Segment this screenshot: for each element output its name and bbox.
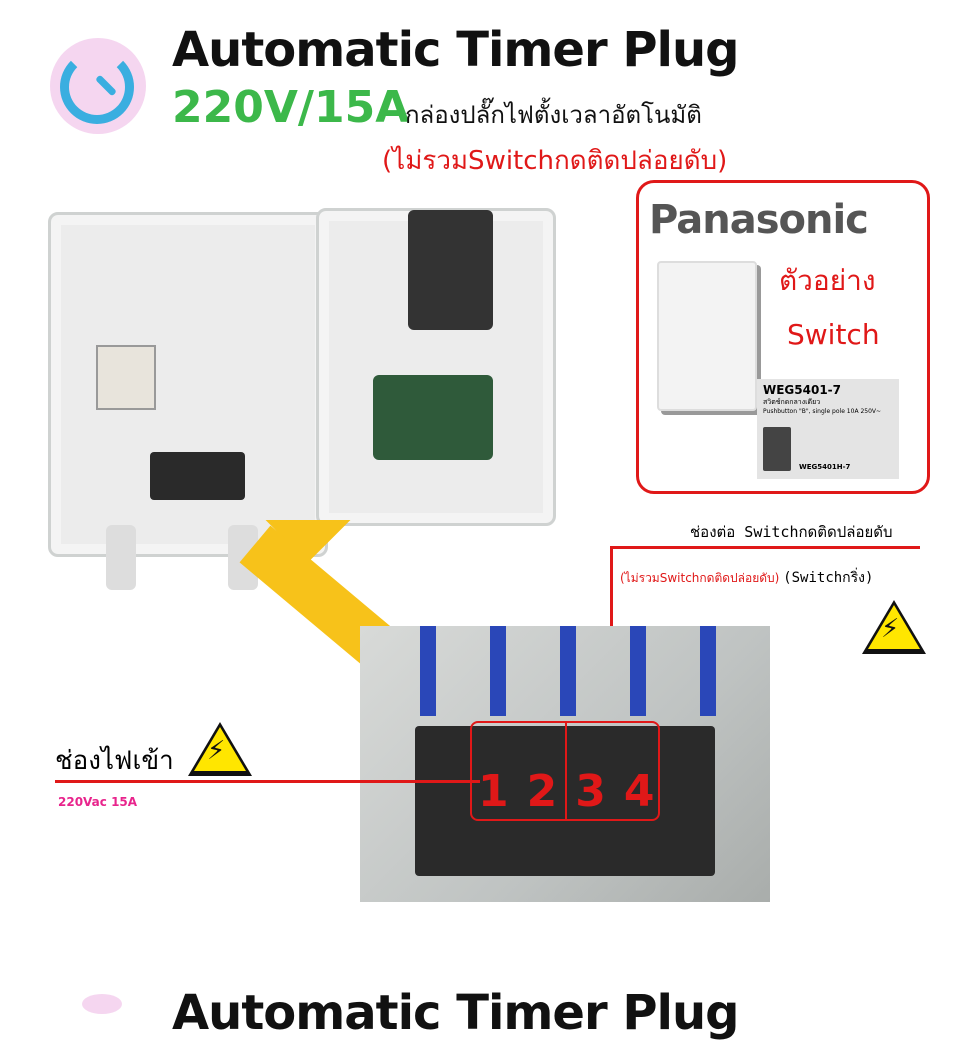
spec-card: WEG5401-7 สวิตช์กดกลางเดียว Pushbutton "… bbox=[757, 379, 899, 479]
terminal-2: 2 bbox=[526, 766, 558, 817]
thai-subtitle: กล่องปลั๊กไฟตั้งเวลาอัตโนมัติ bbox=[405, 101, 702, 129]
model-number-2: WEG5401H-7 bbox=[799, 463, 851, 471]
input-port-label: ช่องไฟเข้า bbox=[55, 746, 174, 776]
example-switch-box: Panasonic ตัวอย่าง Switch WEG5401-7 สวิต… bbox=[636, 180, 930, 494]
terminal-4: 4 bbox=[623, 766, 655, 817]
switch-note-red: (ไม่รวมSwitchกดติดปล่อยดับ) bbox=[620, 571, 780, 585]
example-label: ตัวอย่าง bbox=[779, 264, 876, 297]
model-thai-desc: สวิตช์กดกลางเดียว bbox=[763, 398, 821, 406]
switch-note-bell: (Switchกริ่ง) bbox=[783, 570, 874, 586]
terminal-1: 1 bbox=[478, 766, 509, 817]
enclosure-photo bbox=[48, 200, 558, 595]
timer-logo-icon bbox=[50, 38, 146, 134]
warning-icon bbox=[188, 722, 252, 776]
page-title: Automatic Timer Plug bbox=[172, 22, 740, 78]
input-rating: 220Vac 15A bbox=[58, 795, 138, 809]
switch-note: (ไม่รวมSwitchกดติดปล่อยดับ) (Switchกริ่ง… bbox=[620, 567, 873, 589]
model-number: WEG5401-7 bbox=[763, 383, 842, 397]
switch-port-label: ช่องต่อ Switchกดติดปล่อยดับ bbox=[690, 523, 893, 541]
switch-label: Switch bbox=[787, 318, 880, 351]
spec-label: 220V/15A bbox=[172, 82, 410, 133]
switch-image bbox=[657, 261, 757, 411]
model-desc: Pushbutton "B", single pole 10A 250V~ bbox=[763, 408, 882, 415]
warning-icon bbox=[862, 600, 926, 654]
terminal-closeup-photo: 1 2 3 4 bbox=[360, 626, 770, 902]
footer-title: Automatic Timer Plug bbox=[172, 985, 740, 1041]
footer-logo-icon bbox=[82, 994, 122, 1014]
exclusion-note: (ไม่รวมSwitchกดติดปล่อยดับ) bbox=[382, 146, 728, 176]
brand-logo: Panasonic bbox=[649, 197, 869, 243]
terminal-3: 3 bbox=[575, 766, 606, 817]
